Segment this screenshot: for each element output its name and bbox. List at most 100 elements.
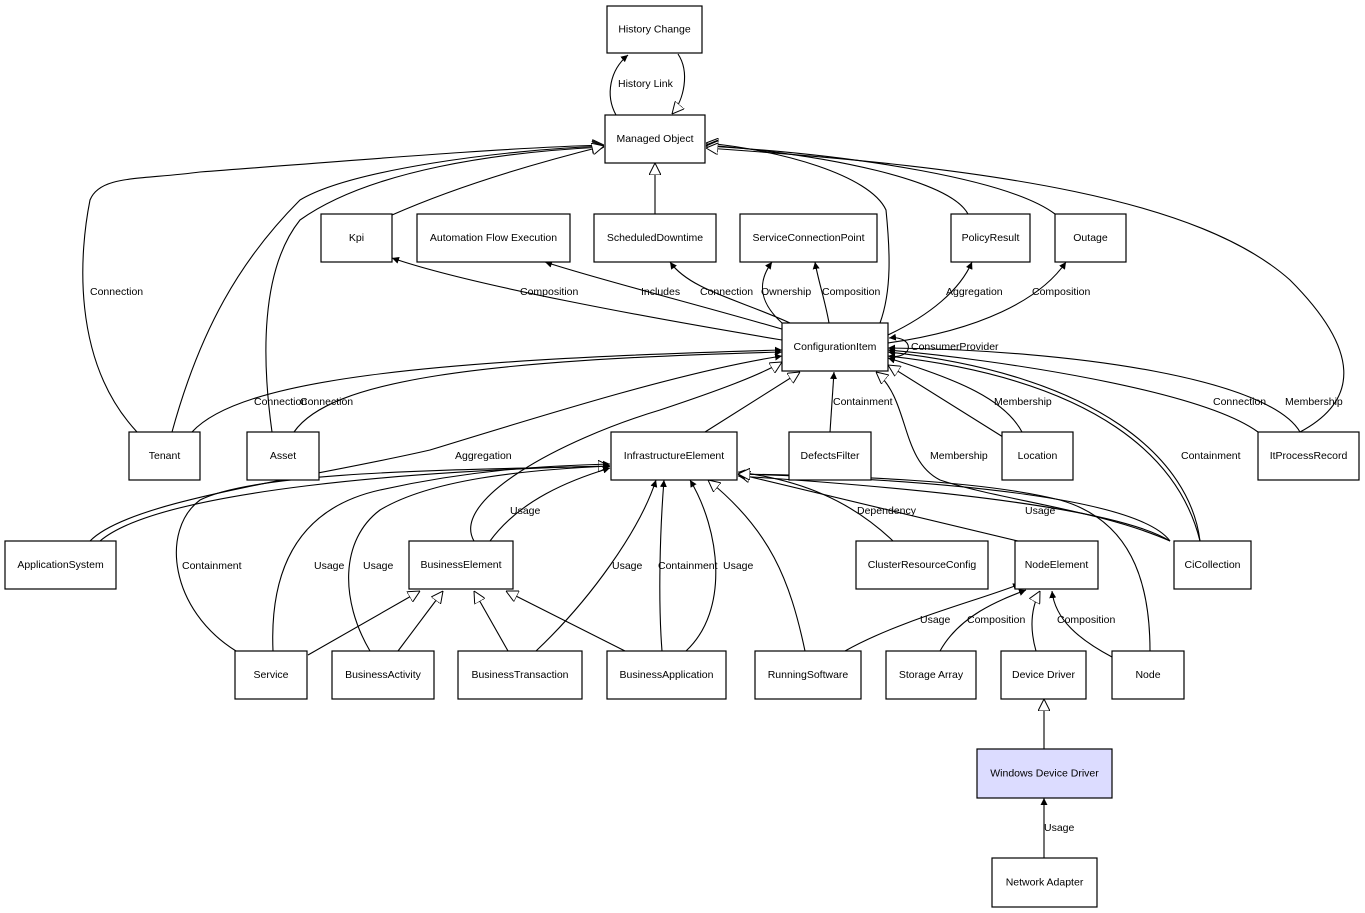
edge-service-be xyxy=(307,591,420,656)
edge-service-ie-usage xyxy=(272,460,611,652)
node-service[interactable]: Service xyxy=(234,650,308,700)
node-infrastructure-element[interactable]: InfrastructureElement xyxy=(610,431,738,481)
label-be-usage: Usage xyxy=(510,505,541,517)
node-label: Windows Device Driver xyxy=(990,768,1099,780)
node-automation-flow-execution[interactable]: Automation Flow Execution xyxy=(416,213,571,263)
node-location[interactable]: Location xyxy=(1001,431,1074,481)
label-location-membership: Membership xyxy=(994,396,1052,408)
node-history-change[interactable]: History Change xyxy=(606,5,703,54)
node-kpi[interactable]: Kpi xyxy=(320,213,393,263)
node-node[interactable]: Node xyxy=(1111,650,1185,700)
node-label: Storage Array xyxy=(899,669,964,681)
node-label: CiCollection xyxy=(1184,559,1240,571)
edge-itpr-ci-membership xyxy=(887,344,1301,433)
edge-history-link-up xyxy=(609,54,629,116)
label-tenant-connection-ci: Connection xyxy=(254,396,307,408)
label-node-composition: Composition xyxy=(1057,614,1116,626)
node-business-activity[interactable]: BusinessActivity xyxy=(331,650,435,700)
edge-bapp-ie-containment xyxy=(659,479,667,652)
node-windows-device-driver[interactable]: Windows Device Driver xyxy=(976,748,1113,799)
edge-tenant-ci xyxy=(191,346,783,433)
node-label: Managed Object xyxy=(616,133,693,145)
node-cluster-resource-config[interactable]: ClusterResourceConfig xyxy=(855,540,989,590)
node-device-driver[interactable]: Device Driver xyxy=(1000,650,1087,700)
edge-ci-kpi xyxy=(391,256,783,341)
node-label: BusinessActivity xyxy=(345,669,422,681)
node-label: Location xyxy=(1018,450,1058,462)
edge-bt-be xyxy=(474,591,509,652)
edge-history-link-down xyxy=(672,53,685,114)
node-business-element[interactable]: BusinessElement xyxy=(408,540,514,590)
edge-itpr-ci-connection xyxy=(887,347,1259,433)
label-bt-usage: Usage xyxy=(612,560,643,572)
label-as-aggregation: Aggregation xyxy=(455,450,512,462)
node-label: Outage xyxy=(1073,232,1108,244)
node-defects-filter[interactable]: DefectsFilter xyxy=(788,431,872,481)
node-label: ServiceConnectionPoint xyxy=(752,232,864,244)
node-label: ClusterResourceConfig xyxy=(868,559,977,571)
node-policy-result[interactable]: PolicyResult xyxy=(950,213,1031,263)
node-node-element[interactable]: NodeElement xyxy=(1014,540,1099,590)
label-itpr-connection: Connection xyxy=(1213,396,1266,408)
label-outage-composition: Composition xyxy=(1032,286,1091,298)
node-label: Node xyxy=(1135,669,1160,681)
label-service-containment: Containment xyxy=(182,560,242,572)
node-application-system[interactable]: ApplicationSystem xyxy=(4,540,117,590)
label-crc-dependency: Dependency xyxy=(857,505,917,517)
label-service-usage: Usage xyxy=(314,560,345,572)
node-service-connection-point[interactable]: ServiceConnectionPoint xyxy=(739,213,878,263)
edge-bt-ie xyxy=(535,479,658,652)
node-outage[interactable]: Outage xyxy=(1054,213,1127,263)
edge-bapp-ie-usage xyxy=(685,479,717,652)
edge-cic-ci-membership xyxy=(876,372,1171,542)
node-tenant[interactable]: Tenant xyxy=(128,431,201,481)
node-storage-array[interactable]: Storage Array xyxy=(885,650,977,700)
node-label: Network Adapter xyxy=(1006,877,1084,889)
label-scp-composition: Composition xyxy=(822,286,881,298)
label-consumer-provider: ConsumerProvider xyxy=(911,341,999,353)
label-na-usage: Usage xyxy=(1044,822,1075,834)
node-ci-collection[interactable]: CiCollection xyxy=(1173,540,1252,590)
node-label: DefectsFilter xyxy=(801,450,860,462)
label-cic-containment: Containment xyxy=(1181,450,1241,462)
node-configuration-item[interactable]: ConfigurationItem xyxy=(781,322,889,372)
edge-as-ci-2 xyxy=(99,466,610,542)
edge-ci-scp-composition xyxy=(812,261,830,324)
edges: History Link Connection xyxy=(82,53,1345,858)
label-cic-membership: Membership xyxy=(930,450,988,462)
node-label: ItProcessRecord xyxy=(1270,450,1348,462)
node-label: BusinessTransaction xyxy=(471,669,568,681)
edge-rs-ie xyxy=(708,480,806,652)
edge-outage-managed-object xyxy=(706,146,1056,215)
label-history-link: History Link xyxy=(618,78,674,90)
node-label: NodeElement xyxy=(1025,559,1089,571)
edge-cic-ie xyxy=(737,472,1171,542)
node-network-adapter[interactable]: Network Adapter xyxy=(991,857,1098,908)
label-cic-usage: Usage xyxy=(1025,505,1056,517)
node-business-application[interactable]: BusinessApplication xyxy=(606,650,727,700)
edge-ci-sd xyxy=(669,261,791,324)
edge-asset-managed-object xyxy=(265,147,604,433)
label-afe-includes: Includes xyxy=(641,286,680,298)
edge-ie-ci xyxy=(704,372,800,433)
node-it-process-record[interactable]: ItProcessRecord xyxy=(1257,431,1360,481)
label-sd-connection: Connection xyxy=(700,286,753,298)
edge-be-ie xyxy=(489,466,611,542)
node-business-transaction[interactable]: BusinessTransaction xyxy=(457,650,583,700)
node-running-software[interactable]: RunningSoftware xyxy=(754,650,862,700)
node-scheduled-downtime[interactable]: ScheduledDowntime xyxy=(593,213,717,263)
node-asset[interactable]: Asset xyxy=(246,431,320,481)
edge-be-ci xyxy=(470,362,782,542)
node-label: ScheduledDowntime xyxy=(607,232,703,244)
label-scp-ownership: Ownership xyxy=(761,286,811,298)
node-label: BusinessElement xyxy=(420,559,501,571)
edge-kpi-managed-object xyxy=(391,146,604,216)
label-kpi-composition: Composition xyxy=(520,286,579,298)
edge-ba-be xyxy=(397,591,443,652)
label-itpr-membership: Membership xyxy=(1285,396,1343,408)
node-label: InfrastructureElement xyxy=(624,450,724,462)
label-tenant-connection-mo: Connection xyxy=(90,286,143,298)
edge-location-ci-membership xyxy=(887,356,1023,433)
node-managed-object[interactable]: Managed Object xyxy=(604,114,706,164)
